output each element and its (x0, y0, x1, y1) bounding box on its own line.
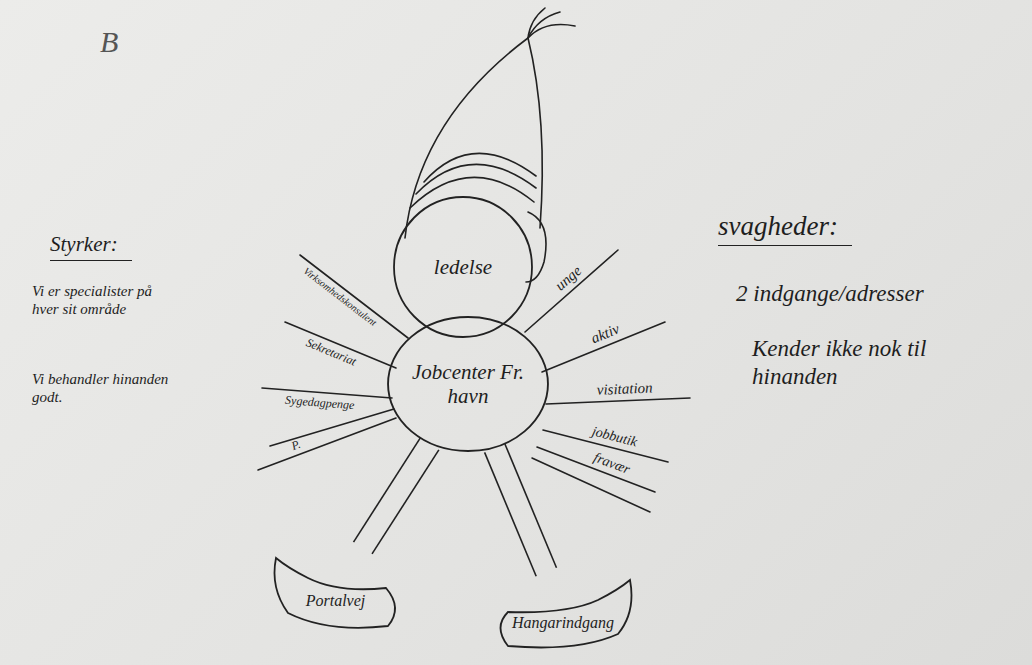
leg-connector (354, 438, 439, 554)
note: Kender ikke nok til hinanden (752, 335, 992, 390)
leg-line (485, 452, 537, 576)
body-circle: Jobcenter Fr. havn (387, 316, 549, 452)
leg-line (354, 438, 421, 542)
leg-line (505, 444, 557, 568)
hat-outline (405, 38, 528, 238)
leg-connector (485, 444, 557, 576)
ray-line (532, 458, 650, 512)
shoe-right: Hangarindgang (488, 572, 638, 652)
department-label: Sygedagpenge (285, 394, 355, 411)
hat-brim (424, 153, 536, 182)
ray-line (546, 398, 690, 404)
department-label: visitation (597, 381, 653, 398)
ray-line (537, 447, 655, 492)
hat-brim (416, 164, 536, 194)
node-text: ledelse (434, 255, 492, 279)
note: Vi behandler hinanden godt. (32, 370, 197, 406)
note: 2 indgange/adresser (736, 280, 924, 308)
department-label: Virksomhedskonsulent (301, 266, 378, 328)
node-text: Jobcenter Fr. havn (408, 360, 528, 408)
department-label: fravær (592, 451, 632, 477)
shoe-left: Portalvej (268, 548, 403, 633)
heading: Styrker: (50, 232, 132, 261)
department-label: unge (553, 263, 585, 294)
department-label: P. (290, 438, 302, 452)
ray-line (285, 322, 396, 368)
department-label: aktiv (589, 321, 622, 346)
node-text: Hangarindgang (512, 614, 614, 632)
node-text: Portalvej (306, 592, 366, 610)
ray-line (525, 250, 618, 332)
ray-line (300, 255, 408, 338)
sheet-letter: B (100, 24, 118, 60)
ray-line (542, 322, 665, 372)
heading: svagheder: (718, 210, 852, 246)
note: Vi er specialister på hver sit område (32, 282, 182, 318)
department-label: jobbutik (591, 424, 639, 449)
hat-tassel (528, 12, 560, 38)
shoe-right-outline (488, 572, 638, 652)
ray-line (270, 409, 394, 446)
shoe-left-outline (268, 548, 403, 633)
leg-line (372, 450, 439, 554)
hat-tassel (528, 8, 545, 38)
